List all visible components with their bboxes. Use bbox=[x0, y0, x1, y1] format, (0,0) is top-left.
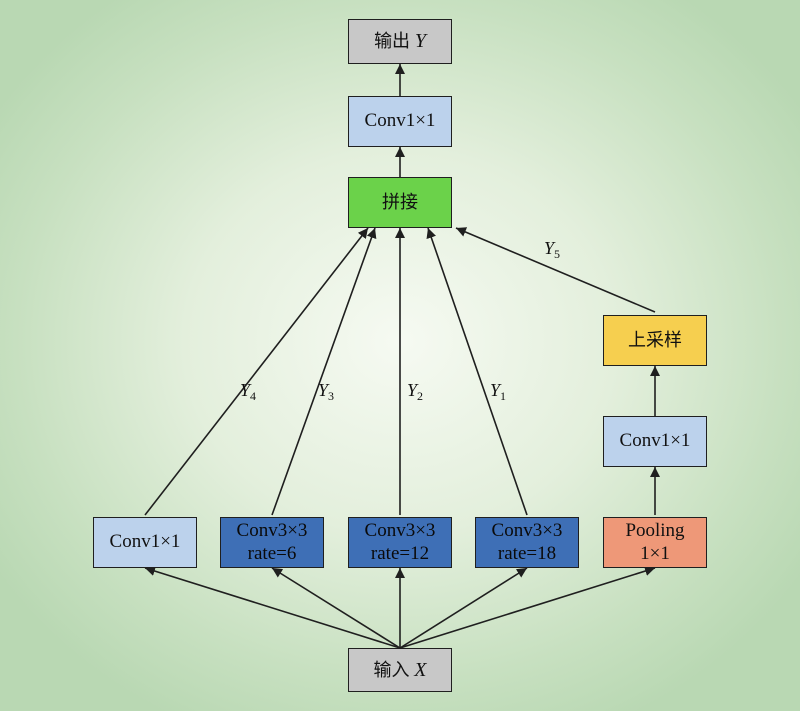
branch-rate6-node: Conv3×3 rate=6 bbox=[220, 517, 324, 568]
branch-conv1-node: Conv1×1 bbox=[93, 517, 197, 568]
upsample-node: 上采样 bbox=[603, 315, 707, 366]
input-label: 输入 bbox=[373, 659, 410, 681]
pooling-line2: 1×1 bbox=[640, 542, 670, 564]
edge-rate18-to-concat bbox=[426, 227, 528, 516]
edge-conv1-to-concat bbox=[144, 227, 369, 516]
branch-rate12-line2: rate=12 bbox=[370, 542, 430, 564]
concat-label: 拼接 bbox=[382, 191, 418, 213]
edge-upsample-to-concat bbox=[455, 227, 656, 313]
conv-pool-label: Conv1×1 bbox=[619, 430, 691, 452]
input-var: X bbox=[414, 658, 427, 681]
edge-input-to-rate6 bbox=[271, 567, 401, 649]
input-node: 输入 X bbox=[348, 648, 452, 692]
output-label: 输出 bbox=[374, 31, 411, 53]
pooling-node: Pooling 1×1 bbox=[603, 517, 707, 568]
edge-rate6-to-concat bbox=[271, 227, 377, 516]
branch-rate18-line1: Conv3×3 bbox=[491, 519, 563, 541]
branch-rate18-node: Conv3×3 rate=18 bbox=[475, 517, 579, 568]
conv-top-node: Conv1×1 bbox=[348, 96, 452, 147]
edge-label-y2: Y2 bbox=[407, 380, 424, 403]
edge-label-y1: Y1 bbox=[490, 380, 507, 403]
branch-rate12-node: Conv3×3 rate=12 bbox=[348, 517, 452, 568]
conv-top-label: Conv1×1 bbox=[364, 110, 436, 132]
concat-node: 拼接 bbox=[348, 177, 452, 228]
branch-rate6-line2: rate=6 bbox=[247, 542, 297, 564]
conv-pool-node: Conv1×1 bbox=[603, 416, 707, 467]
output-node: 输出 Y bbox=[348, 19, 452, 64]
edge-input-to-pooling bbox=[399, 566, 656, 649]
upsample-label: 上采样 bbox=[628, 329, 682, 351]
branch-conv1-label: Conv1×1 bbox=[109, 531, 181, 553]
edge-input-to-conv1 bbox=[144, 566, 401, 649]
edge-label-y5: Y5 bbox=[544, 238, 561, 261]
edge-label-y3: Y3 bbox=[318, 380, 335, 403]
edge-input-to-rate18 bbox=[399, 567, 528, 649]
edge-label-y4: Y4 bbox=[240, 380, 257, 403]
branch-rate18-line2: rate=18 bbox=[497, 542, 557, 564]
pooling-line1: Pooling bbox=[625, 519, 685, 541]
branch-rate6-line1: Conv3×3 bbox=[236, 519, 308, 541]
output-var: Y bbox=[414, 30, 426, 53]
branch-rate12-line1: Conv3×3 bbox=[364, 519, 436, 541]
